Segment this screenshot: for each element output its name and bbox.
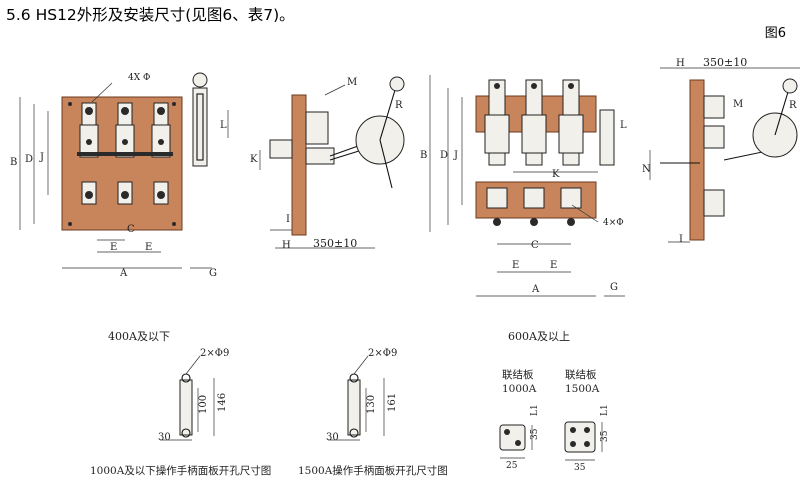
rs-dim-r-label: R [789,100,797,111]
dim-m-label: M [347,77,357,88]
dim-l-label: L [220,120,227,131]
left-caption: 400A及以下 [108,330,170,343]
dim-350-label: 350±10 [313,237,357,250]
r-dim-b-label: B [420,150,427,161]
large-h1-label: 130 [366,395,377,414]
dim-h-label: H [282,240,291,251]
r-dim-a-label: A [531,284,540,295]
right-caption: 600A及以上 [508,330,570,343]
dim-a-label: A [119,268,128,279]
left-handle-knob [192,72,208,88]
small-h2-label: 146 [217,393,228,412]
link-plate-1000: 联结板 1000A 35 25 L1 [499,368,540,471]
large-holes-label: 2×Φ9 [368,348,397,359]
rs-dim-h-label: H [676,58,685,69]
link1000-title: 联结板 [502,368,534,381]
r-dim-e1-label: E [512,260,519,271]
r-holes-label: 4×Φ [603,218,624,228]
small-caption: 1000A及以下操作手柄面板开孔尺寸图 [90,464,271,477]
left-top-contacts [81,102,169,126]
dim-e1-label: E [110,242,117,253]
small-holes-label: 2×Φ9 [200,348,229,359]
link1500-title: 联结板 [565,368,597,381]
dim-k-label: K [250,154,258,165]
r-dim-e2-label: E [550,260,557,271]
rs-dim-m-label: M [733,99,743,110]
link1000-rating: 1000A [502,383,537,395]
dim-e2-label: E [145,242,152,253]
page-title: 5.6 HS12外形及安装尺寸(见图6、表7)。 [6,6,295,24]
dim-d-label: D [25,154,33,165]
large-caption: 1500A操作手柄面板开孔尺寸图 [298,464,448,477]
left-front-view: B D J A C E E G L 4X Φ 400A及以下 [10,72,229,343]
cutout-small-drawing: 2×Φ9 100 146 30 1000A及以下操作手柄面板开孔尺寸图 [90,348,271,477]
right-side-plate [689,79,705,241]
cutout-large-drawing: 2×Φ9 130 161 30 1500A操作手柄面板开孔尺寸图 [298,348,448,477]
r-dim-k-label: K [552,169,560,180]
right-front-view: B D J A C E E G L K 4×Φ 600A及以上 [420,75,627,343]
link1500-l1: L1 [600,404,610,416]
link1500-rating: 1500A [565,383,600,395]
link1000-l1: L1 [530,404,540,416]
left-side-view: M R K I H 350±10 [250,76,405,251]
rs-dim-350-label: 350±10 [703,56,747,69]
r-dim-j-label: J [453,150,458,161]
rs-dim-n-label: N [642,164,651,175]
dim-r-label: R [395,100,403,111]
dim-g-label: G [209,268,217,279]
dim-i-label: I [286,214,290,225]
dim-j-label: J [39,152,44,163]
right-poles [484,79,584,226]
link1500-dimv: 35 [600,430,610,442]
r-dim-g-label: G [610,282,618,293]
r-dim-c-label: C [531,240,539,251]
left-side-plate [291,94,307,236]
dim-b-label: B [10,157,17,168]
r-dim-l-label: L [620,120,627,131]
small-h1-label: 100 [198,395,209,414]
rs-dim-i-label: I [679,234,683,245]
large-w-label: 30 [326,432,339,443]
link1500-dimh: 35 [574,463,586,473]
left-bottom-contacts [81,181,169,205]
right-side-view: H 350±10 M R N I [642,56,800,245]
link1000-dimv: 35 [530,428,540,440]
r-dim-d-label: D [440,150,448,161]
large-h2-label: 161 [387,393,398,412]
link1000-dimh: 25 [506,461,518,471]
link-plate-1500: 联结板 1500A 35 35 L1 [564,368,610,473]
right-handle-plate [599,109,615,166]
dim-c-label: C [127,224,135,235]
left-blades [77,124,173,158]
figure-number: 图6 [764,26,786,41]
left-handle-plate [192,87,208,167]
holes-label: 4X Φ [128,73,150,83]
small-w-label: 30 [158,432,171,443]
